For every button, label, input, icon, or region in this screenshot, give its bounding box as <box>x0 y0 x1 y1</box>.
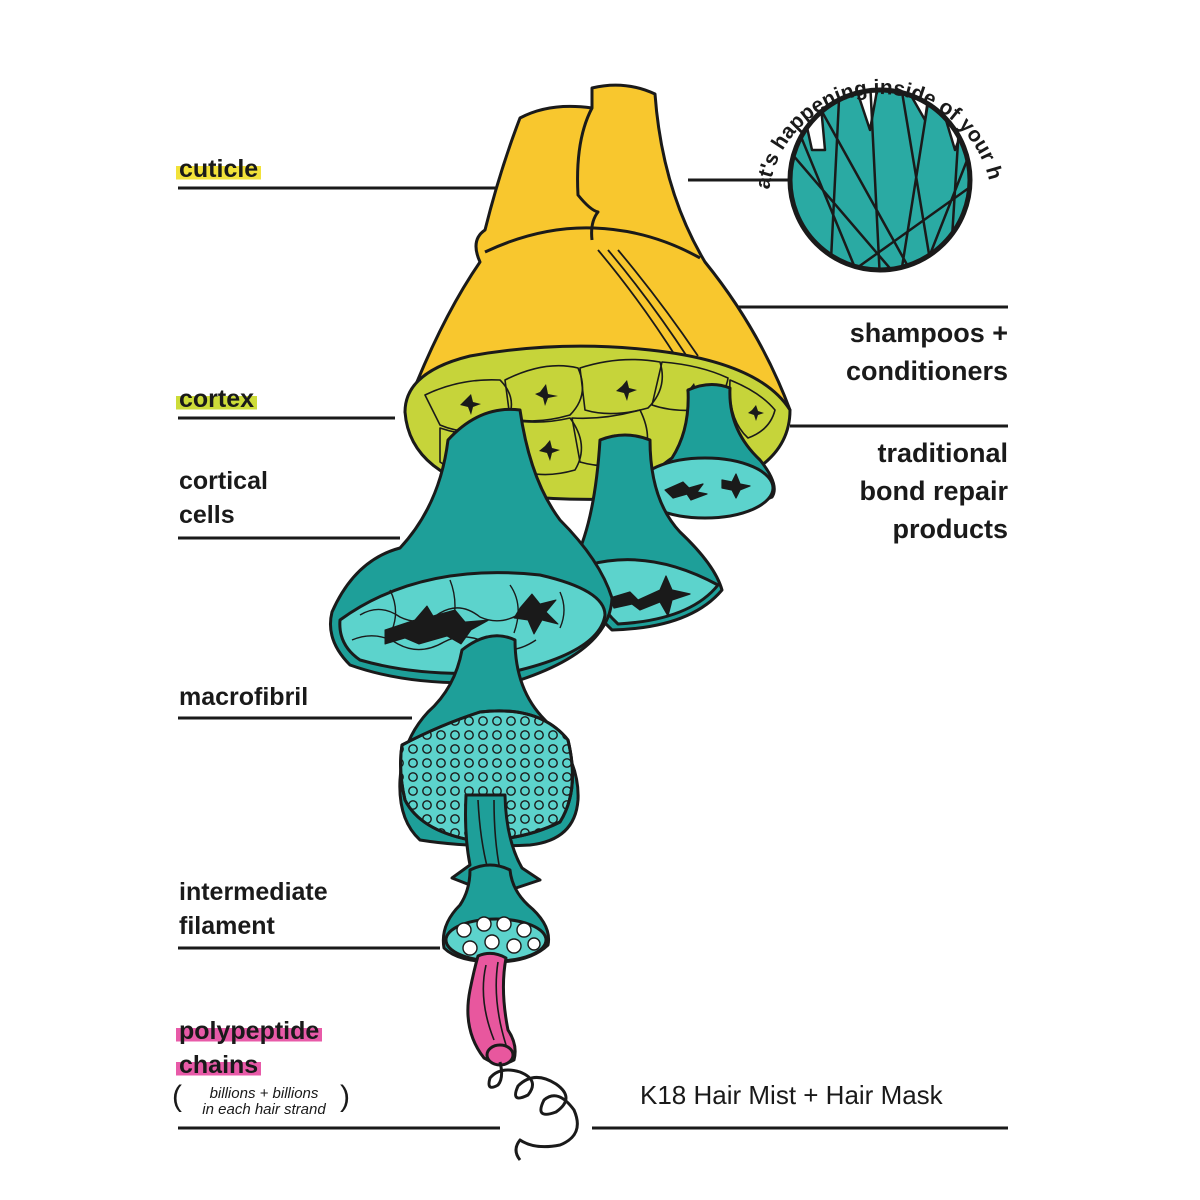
leader-lines <box>178 178 1008 1130</box>
traditional-line1: traditional <box>877 438 1008 468</box>
label-macrofibril: macrofibril <box>179 680 308 714</box>
intermediate-filament-line1: intermediate <box>179 878 328 906</box>
cortical-cell-large-cracks <box>384 593 559 645</box>
polypeptide-line2: chains <box>176 1051 262 1079</box>
label-polypeptide-chains: polypeptide chains <box>176 1014 323 1082</box>
label-cuticle: cuticle <box>176 152 262 186</box>
label-intermediate-filament: intermediate filament <box>179 875 328 943</box>
hair-strand <box>329 83 792 1161</box>
intermediate-filament-line2: filament <box>179 912 275 940</box>
traditional-line2: bond repair <box>859 476 1008 506</box>
polypeptide-coil <box>487 1061 579 1161</box>
intermediate-filament-protofilaments <box>456 916 541 956</box>
label-cortex: cortex <box>176 382 258 416</box>
cuticle-text: cuticle <box>176 155 262 183</box>
cortical-cells-line2: cells <box>179 501 235 529</box>
polypeptide-line1: polypeptide <box>176 1017 323 1045</box>
note-open-paren: ( <box>172 1080 182 1113</box>
shampoos-line1: shampoos + <box>849 318 1008 348</box>
polypeptide-note-line2: in each hair strand <box>202 1101 326 1118</box>
cuticle-inner-lines <box>597 249 699 361</box>
label-shampoos-conditioners: shampoos + conditioners <box>846 314 1008 390</box>
polypeptide-note: billions + billions in each hair strand <box>186 1086 342 1118</box>
cortical-cell-middle-cracks <box>609 575 691 617</box>
cuticle-seam <box>576 107 600 241</box>
label-traditional-bond-repair: traditional bond repair products <box>859 434 1008 548</box>
polypeptide-note-line1: billions + billions <box>209 1085 319 1102</box>
traditional-line3: products <box>892 514 1008 544</box>
macrofibril-holes <box>400 710 573 841</box>
label-k18: K18 Hair Mist + Hair Mask <box>640 1080 943 1110</box>
note-close-paren: ) <box>340 1080 350 1113</box>
cortex-text: cortex <box>176 385 258 413</box>
macrofibril-outline <box>399 709 574 842</box>
shampoos-line2: conditioners <box>845 356 1008 386</box>
cortical-cell-small-cracks <box>664 473 751 501</box>
polypeptide-twist <box>482 961 507 1046</box>
macrofibril-text: macrofibril <box>179 683 309 711</box>
label-cortical-cells: cortical cells <box>179 464 268 532</box>
cortical-cells-line1: cortical <box>179 467 268 495</box>
cuticle-scale-edge <box>484 226 701 260</box>
